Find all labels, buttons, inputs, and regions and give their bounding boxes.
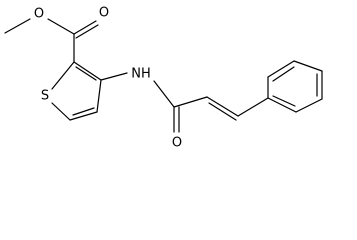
thiophene-ring: S (41, 61, 102, 121)
atom-amide-nh: NH (131, 67, 151, 82)
bond-c4-c3 (96, 79, 102, 113)
bond-ph-2-3 (267, 60, 295, 78)
atom-amide-o: O (172, 136, 182, 151)
bond-beta-phenyl (237, 97, 269, 117)
bond-c5-c4 (69, 111, 98, 121)
bond-ph-inner-a (272, 66, 295, 82)
methyl-ester-group: O O (4, 6, 109, 63)
bond-alpha-beta-b (208, 102, 237, 121)
atom-methoxy-o: O (34, 7, 44, 22)
vinyl-chain (173, 96, 269, 121)
bond-c3-c2-inner (75, 66, 97, 81)
atom-ring-s: S (41, 89, 49, 104)
bond-s-c5 (51, 102, 71, 121)
bond-ph-inner-c (272, 95, 296, 107)
bond-methyl-o (4, 18, 31, 34)
molecule-structure: O O S NH O (4, 6, 323, 151)
bond-c2-s (51, 61, 75, 90)
bond-c3-c2 (73, 61, 102, 81)
bond-carbonyl-double-b (75, 24, 99, 39)
bond-carbonyl-double-a (73, 20, 97, 35)
bond-o-carbonyl-c (47, 18, 75, 35)
bond-c3-n (100, 72, 128, 81)
bond-ph-5-6 (295, 98, 323, 113)
phenyl-ring (267, 60, 323, 113)
bond-ph-6-1 (267, 97, 297, 113)
bond-carbonyl-c-alpha (173, 96, 208, 108)
bond-n-carbonyl-c (153, 80, 175, 108)
bond-alpha-beta-a (206, 96, 239, 117)
atom-carbonyl-o-ester: O (99, 6, 109, 21)
bond-ph-3-4 (293, 60, 323, 72)
amide-group: NH O (100, 67, 182, 151)
bond-c5-c4-inner (72, 107, 95, 116)
